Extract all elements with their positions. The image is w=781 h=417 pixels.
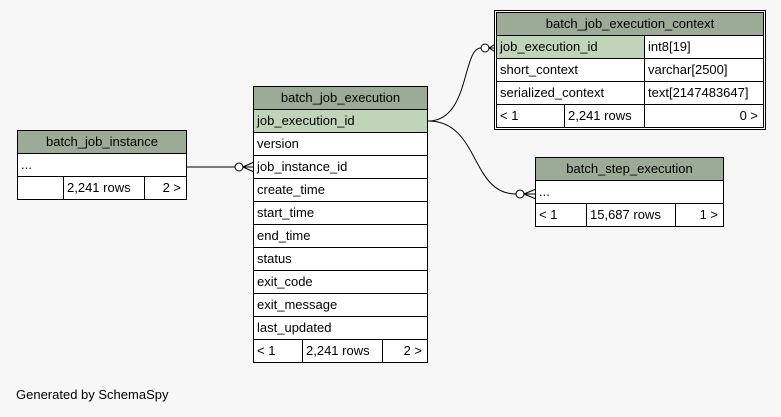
- table-footer-row: < 1 15,687 rows 1 >: [536, 204, 723, 226]
- parents-count[interactable]: < 1: [539, 207, 558, 222]
- connector-step-execution-optional-marker: [515, 189, 525, 199]
- column-row[interactable]: start_time: [254, 202, 427, 225]
- column-row[interactable]: end_time: [254, 225, 427, 248]
- column-ellipsis: ...: [539, 184, 550, 199]
- column-type: int8[19]: [644, 36, 763, 58]
- table-batch-job-execution-context[interactable]: batch_job_execution_context job_executio…: [494, 10, 766, 130]
- table-batch-step-execution[interactable]: batch_step_execution ... < 1 15,687 rows…: [535, 157, 724, 227]
- children-count[interactable]: 1 >: [675, 204, 723, 226]
- column-row[interactable]: exit_message: [254, 294, 427, 317]
- column-name: create_time: [257, 182, 325, 197]
- table-title[interactable]: batch_step_execution: [536, 158, 723, 181]
- row-count: 2,241 rows: [302, 340, 382, 362]
- parents-count[interactable]: < 1: [500, 108, 519, 123]
- connector-step-execution-crowfoot: [523, 188, 537, 200]
- column-row[interactable]: job_instance_id: [254, 156, 427, 179]
- column-name: serialized_context: [500, 85, 605, 100]
- parents-count[interactable]: [18, 177, 63, 199]
- column-row[interactable]: exit_code: [254, 271, 427, 294]
- column-name: job_instance_id: [257, 159, 348, 174]
- children-count[interactable]: 2 >: [144, 177, 186, 199]
- column-name: exit_message: [257, 297, 338, 312]
- table-batch-job-execution[interactable]: batch_job_execution job_execution_id ver…: [253, 86, 428, 363]
- column-name: last_updated: [257, 320, 332, 335]
- table-footer-row: < 1 2,241 rows 2 >: [254, 340, 427, 362]
- row-count: 2,241 rows: [63, 177, 144, 199]
- column-row[interactable]: serialized_context text[2147483647]: [497, 82, 763, 105]
- table-footer-row: 2,241 rows 2 >: [18, 177, 186, 199]
- table-row: ...: [536, 181, 723, 204]
- column-row[interactable]: create_time: [254, 179, 427, 202]
- column-row[interactable]: version: [254, 133, 427, 156]
- column-row[interactable]: status: [254, 248, 427, 271]
- column-ellipsis: ...: [21, 157, 32, 172]
- column-type: varchar[2500]: [644, 59, 763, 81]
- table-title[interactable]: batch_job_execution: [254, 87, 427, 110]
- column-name: end_time: [257, 228, 311, 243]
- table-row: ...: [18, 154, 186, 177]
- connector-job-instance-crowfoot: [242, 161, 255, 173]
- column-row[interactable]: short_context varchar[2500]: [497, 59, 763, 82]
- column-row[interactable]: job_execution_id int8[19]: [497, 36, 763, 59]
- column-name: job_execution_id: [500, 39, 598, 54]
- connector-job-instance-optional-marker: [234, 162, 244, 172]
- children-count[interactable]: 2 >: [382, 340, 427, 362]
- column-type: text[2147483647]: [644, 82, 763, 104]
- column-row[interactable]: job_execution_id: [254, 110, 427, 133]
- column-name: status: [257, 251, 292, 266]
- table-title[interactable]: batch_job_execution_context: [497, 13, 763, 36]
- column-name: version: [257, 136, 299, 151]
- row-count: 15,687 rows: [586, 204, 675, 226]
- children-count[interactable]: 0 >: [644, 105, 763, 127]
- connector-context: [427, 47, 482, 122]
- column-name: short_context: [500, 62, 579, 77]
- column-name: start_time: [257, 205, 315, 220]
- column-name: job_execution_id: [257, 113, 355, 128]
- column-name: exit_code: [257, 274, 313, 289]
- row-count: 2,241 rows: [564, 105, 644, 127]
- connector-context-optional-marker: [480, 43, 490, 53]
- table-title[interactable]: batch_job_instance: [18, 131, 186, 154]
- table-batch-job-instance[interactable]: batch_job_instance ... 2,241 rows 2 >: [17, 130, 187, 200]
- table-footer-row: < 1 2,241 rows 0 >: [497, 105, 763, 127]
- column-row[interactable]: last_updated: [254, 317, 427, 340]
- generated-by-footer: Generated by SchemaSpy: [16, 387, 169, 402]
- connector-step-execution: [427, 120, 517, 195]
- parents-count[interactable]: < 1: [257, 343, 276, 358]
